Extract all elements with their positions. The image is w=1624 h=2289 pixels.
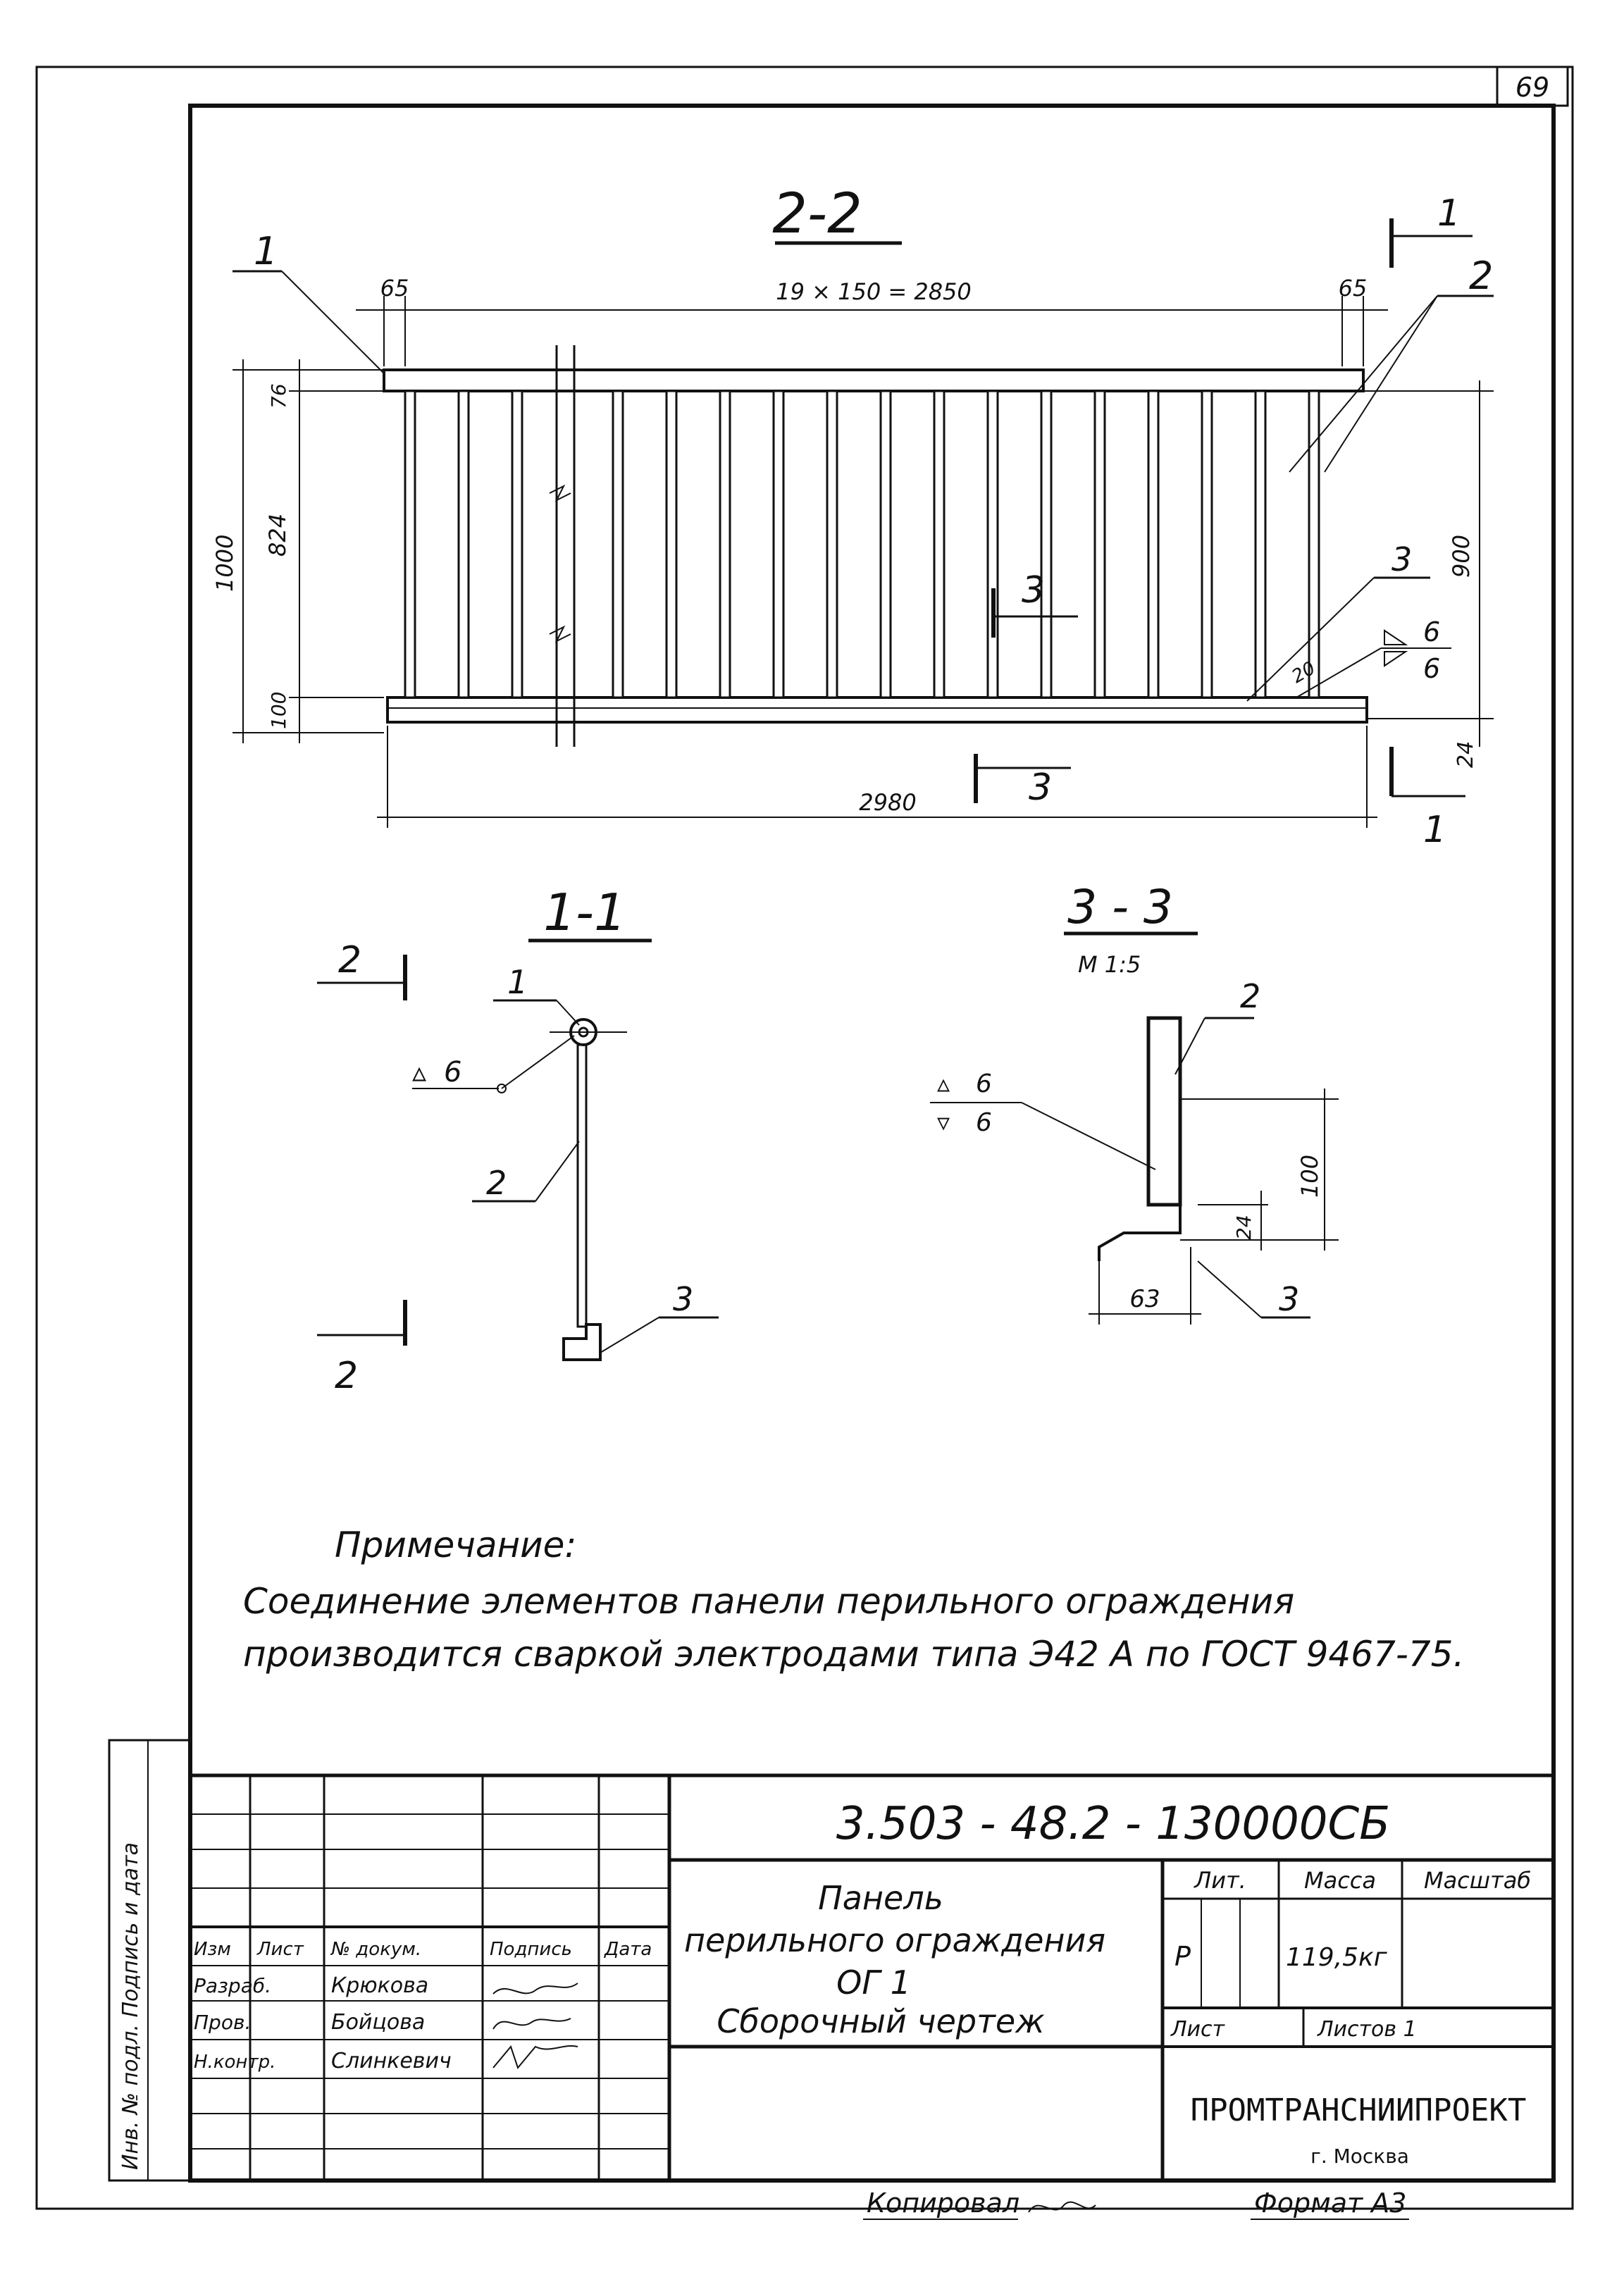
dim-bottom-width: 2980 — [859, 789, 916, 816]
note: Примечание: Соединение элементов панели … — [243, 1525, 1464, 1675]
dim-top-left: 65 — [380, 275, 409, 302]
note-line-1: Соединение элементов панели перильного о… — [243, 1581, 1294, 1622]
cut-mark-3-top: 3 — [1022, 569, 1045, 612]
leader-3: 3 — [673, 1280, 693, 1318]
row-name-3: Слинкевич — [331, 2049, 452, 2073]
note-line-2: производится сваркой электродами типа Э4… — [243, 1634, 1464, 1675]
dim-width: 63 — [1129, 1285, 1160, 1313]
outer-frame — [35, 66, 1574, 2210]
dim-left-top: 76 — [267, 383, 290, 409]
org-city: г. Москва — [1310, 2145, 1409, 2168]
signature-2 — [492, 2018, 571, 2030]
name-line-4: Сборочный чертеж — [717, 2002, 1045, 2040]
dim-left-middle: 824 — [264, 514, 291, 557]
row-role-1: Разраб. — [194, 1974, 271, 1997]
col-list: Лист — [256, 1939, 304, 1960]
side-stamp-box — [108, 1739, 192, 2182]
corner-number: 69 — [1515, 72, 1549, 103]
col-date: Дата — [604, 1939, 652, 1960]
signature-1 — [492, 1983, 578, 1995]
footer: Копировал Формат А3 — [863, 2188, 1409, 2220]
dim-top-right: 65 — [1339, 275, 1368, 302]
leader-1: 1 — [254, 229, 278, 273]
row-name-2: Бойцова — [331, 2010, 425, 2035]
section-2-2: 2-2 — [211, 182, 1494, 851]
bottom-angle — [386, 696, 1368, 724]
leader-2: 2 — [1469, 254, 1493, 298]
leader-2: 2 — [486, 1164, 507, 1202]
row-role-2: Пров. — [194, 2011, 251, 2034]
copied-label: Копировал — [867, 2188, 1019, 2219]
inner-frame — [188, 104, 1556, 2183]
mass-header: Масса — [1304, 1867, 1376, 1894]
cut-mark-3-bottom: 3 — [1029, 767, 1052, 809]
name-line-2: перильного ограждения — [684, 1921, 1105, 1959]
col-izm: Изм — [194, 1939, 231, 1960]
sheets-label: Листов 1 — [1317, 2017, 1417, 2042]
dim-left-total: 1000 — [211, 535, 238, 592]
leader-1: 1 — [507, 963, 528, 1001]
corner-number-box — [1496, 66, 1569, 107]
weld-lower: 6 — [976, 1108, 992, 1137]
cut-mark-2-top: 2 — [338, 939, 361, 981]
row-name-1: Крюкова — [331, 1973, 428, 1998]
side-stamp: Инв. № подл. Подпись и дата — [118, 1842, 143, 2170]
section-3-3-scale: М 1:5 — [1078, 951, 1141, 978]
leader-2: 2 — [1240, 977, 1260, 1015]
name-line-1: Панель — [818, 1879, 943, 1917]
col-sign: Подпись — [490, 1939, 572, 1960]
lit-header: Лит. — [1194, 1867, 1246, 1894]
format-label: Формат А3 — [1254, 2188, 1406, 2219]
copied-signature — [1028, 2201, 1096, 2213]
row-role-3: Н.контр. — [194, 2052, 275, 2073]
scale-header: Масштаб — [1424, 1867, 1531, 1894]
note-heading: Примечание: — [335, 1525, 576, 1565]
weld-upper: 6 — [1423, 616, 1440, 647]
cut-mark-1-top: 1 — [1437, 192, 1461, 235]
leader-3: 3 — [1391, 540, 1412, 578]
weld: 6 — [444, 1056, 461, 1088]
dim-small: 24 — [1232, 1215, 1256, 1240]
org-name: ПРОМТРАНСНИИПРОЕКТ — [1191, 2092, 1527, 2128]
mass-value: 119,5кг — [1286, 1943, 1388, 1972]
section-3-3: 3 - 3 М 1:5 2 ▵ 6 ▿ 6 100 24 63 3 — [930, 880, 1339, 1325]
section-3-3-title: 3 - 3 — [1067, 880, 1173, 934]
cut-mark-2-bottom: 2 — [335, 1355, 358, 1397]
svg-text:▵: ▵ — [937, 1069, 950, 1098]
balusters — [404, 390, 1320, 699]
dim-top-middle: 19 × 150 = 2850 — [776, 278, 972, 305]
weld-mark: ▵ — [412, 1056, 426, 1088]
section-1-1-title: 1-1 — [543, 883, 626, 942]
section-2-2-title: 2-2 — [772, 182, 862, 246]
weld-upper: 6 — [976, 1069, 992, 1098]
title-block: Изм Лист № докум. Подпись Дата Разраб. К… — [190, 1773, 1554, 2181]
cut-mark-1-bottom: 1 — [1423, 809, 1446, 851]
dim-height: 100 — [1296, 1155, 1323, 1198]
col-doc: № докум. — [330, 1939, 421, 1960]
svg-text:▿: ▿ — [937, 1108, 950, 1137]
name-line-3: ОГ 1 — [836, 1964, 911, 2002]
leader-3: 3 — [1279, 1280, 1299, 1318]
designation: 3.503 - 48.2 - 130000СБ — [836, 1798, 1390, 1850]
dim-right-height: 900 — [1448, 535, 1475, 578]
dim-left-bottom: 100 — [267, 692, 290, 729]
signature-3 — [492, 2045, 578, 2070]
section-1-1: 1-1 2 2 1 ▵ 6 2 3 — [317, 883, 719, 1397]
top-rail — [383, 368, 1365, 392]
weld-lower: 6 — [1423, 653, 1440, 684]
lit-value: Р — [1174, 1941, 1191, 1972]
sheet-label: Лист — [1170, 2017, 1226, 2042]
dim-right-bottom: 24 — [1453, 741, 1478, 768]
